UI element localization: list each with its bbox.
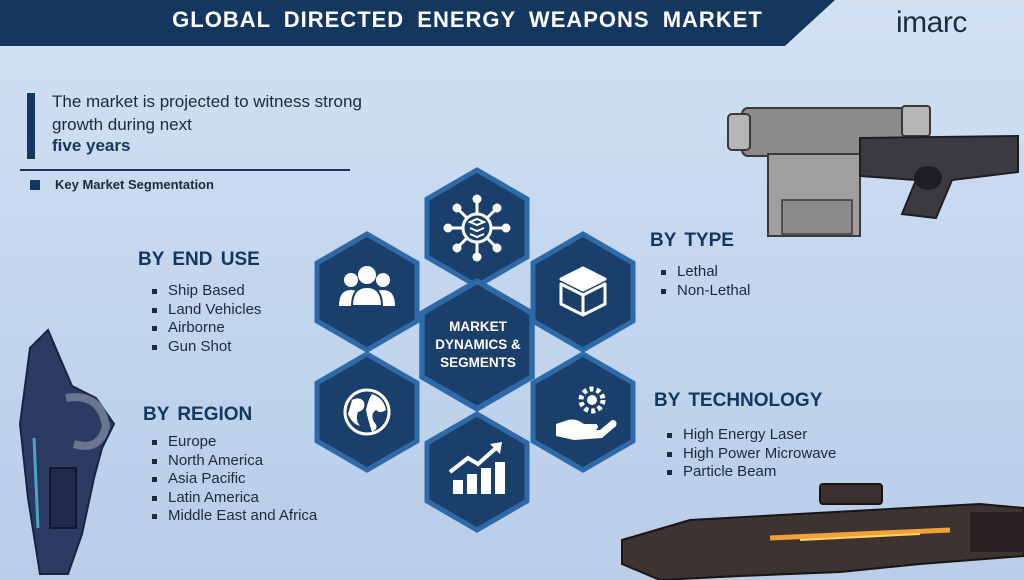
imarc-logo: imarc bbox=[896, 6, 967, 39]
intro-text: The market is projected to witness stron… bbox=[52, 92, 362, 134]
boxes-icon bbox=[559, 266, 607, 317]
hex-growth bbox=[427, 414, 527, 530]
section-title-end-use: BY END USE bbox=[138, 249, 260, 270]
section-title-region: BY REGION bbox=[143, 404, 253, 425]
list-item: High Power Microwave bbox=[665, 445, 836, 464]
list-item: Gun Shot bbox=[150, 338, 261, 357]
square-bullet bbox=[30, 180, 40, 190]
list-item: Airborne bbox=[150, 319, 261, 338]
list-item: Latin America bbox=[150, 489, 317, 508]
type-list: Lethal Non-Lethal bbox=[659, 263, 750, 300]
list-item: North America bbox=[150, 452, 317, 471]
list-item: Non-Lethal bbox=[659, 282, 750, 301]
center-label: MARKET DYNAMICS & SEGMENTS bbox=[435, 319, 521, 370]
hexagon-cluster bbox=[300, 165, 650, 535]
list-item: Land Vehicles bbox=[150, 301, 261, 320]
list-item: High Energy Laser bbox=[665, 426, 836, 445]
end-use-list: Ship Based Land Vehicles Airborne Gun Sh… bbox=[150, 282, 261, 356]
list-item: Europe bbox=[150, 433, 317, 452]
list-item: Asia Pacific bbox=[150, 470, 317, 489]
list-item: Ship Based bbox=[150, 282, 261, 301]
hex-hand-gear bbox=[533, 354, 633, 470]
growth-chart-icon bbox=[448, 442, 505, 494]
weapon-illustration bbox=[621, 483, 1024, 580]
hex-network bbox=[427, 170, 527, 286]
technology-list: High Energy Laser High Power Microwave P… bbox=[665, 426, 836, 482]
section-title-type: BY TYPE bbox=[650, 230, 734, 251]
users-icon bbox=[339, 266, 395, 307]
hand-gear-icon bbox=[556, 386, 617, 440]
list-item: Particle Beam bbox=[665, 463, 836, 482]
list-item: Lethal bbox=[659, 263, 750, 282]
weapon-illustration bbox=[18, 328, 116, 575]
section-title-technology: BY TECHNOLOGY bbox=[654, 390, 823, 411]
intro-emphasis: five years bbox=[52, 136, 131, 155]
globe-icon bbox=[343, 388, 391, 436]
network-icon bbox=[443, 194, 511, 262]
segmentation-label: Key Market Segmentation bbox=[55, 177, 214, 192]
page-title: GLOBAL DIRECTED ENERGY WEAPONS MARKET bbox=[172, 7, 763, 32]
region-list: Europe North America Asia Pacific Latin … bbox=[150, 433, 317, 526]
accent-bar bbox=[27, 93, 35, 159]
hex-boxes bbox=[533, 234, 633, 350]
divider bbox=[20, 169, 350, 171]
weapon-illustration bbox=[727, 105, 1019, 237]
list-item: Middle East and Africa bbox=[150, 507, 317, 526]
title-banner bbox=[0, 0, 835, 46]
